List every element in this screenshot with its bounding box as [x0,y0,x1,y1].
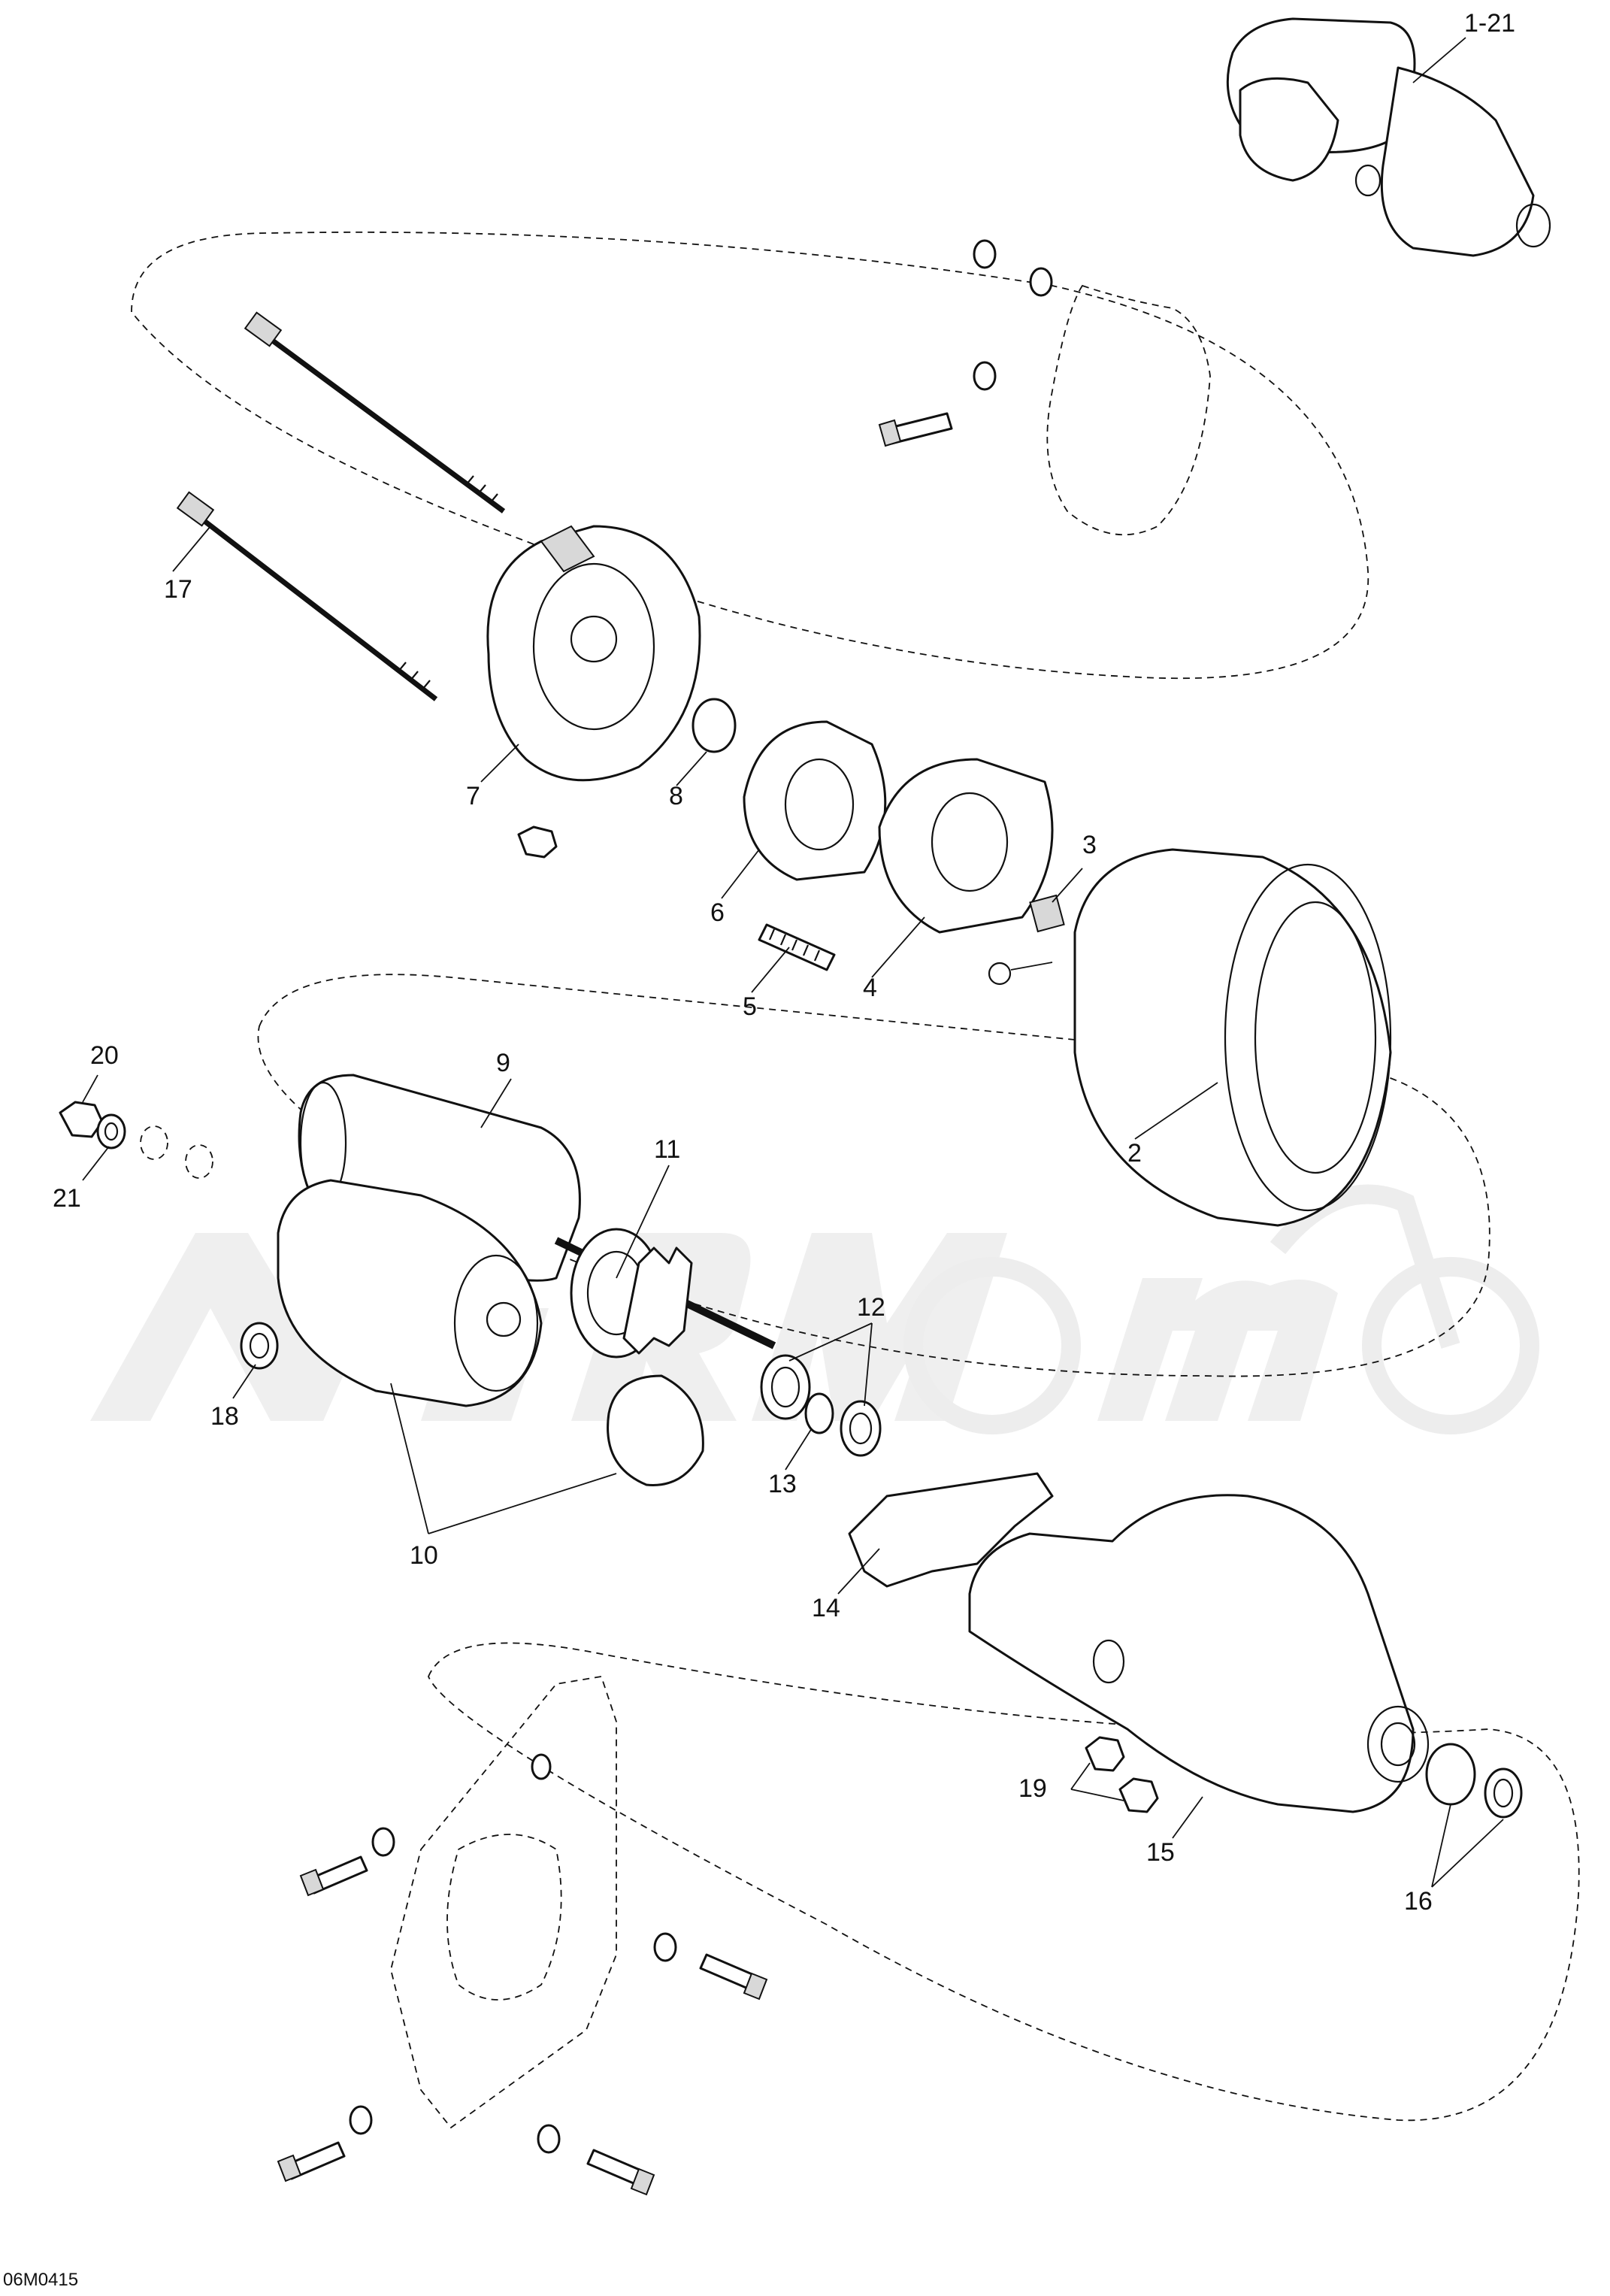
callout-20: 20 [90,1041,119,1070]
solenoid [277,1179,704,1486]
brush-plate [743,720,887,881]
plate-lower [390,1675,617,2129]
yoke-housing [1073,848,1392,1227]
callout-14: 14 [812,1594,840,1622]
callout-17: 17 [164,575,192,604]
figure-code: 06M0415 [3,2270,78,2290]
callout-18: 18 [210,1402,239,1431]
terminal-nut [517,825,558,859]
plate-lower-inner [446,1834,562,2001]
callout-9: 9 [496,1049,510,1077]
callout-11: 11 [654,1135,680,1164]
washer-12a [760,1354,811,1420]
callout-3: 3 [1082,831,1097,859]
brush [1029,894,1065,933]
callout-16: 16 [1404,1887,1433,1916]
bushing [692,698,737,753]
washer-13 [804,1392,834,1434]
callout-10: 10 [410,1541,438,1570]
callout-4: 4 [863,974,877,1002]
shift-lever [848,1472,1054,1588]
callout-19: 19 [1018,1774,1047,1803]
outline-lower [428,1642,1580,2122]
bushing-16a [1425,1743,1476,1806]
callout-5: 5 [743,992,757,1021]
leader-lines [82,37,1504,1888]
drive-housing [968,1494,1430,1813]
through-bolt-lower [176,491,438,701]
callout-1-21: 1-21 [1464,9,1515,38]
nut-19a [1085,1736,1125,1772]
callout-12: 12 [857,1293,885,1322]
starter-assembly [1226,17,1551,257]
outline-upper [131,231,1369,680]
bolt-washers [349,239,1053,2154]
callout-21: 21 [53,1184,81,1213]
brush-spring [758,923,836,971]
callout-6: 6 [710,898,725,927]
through-bolt-upper [244,311,506,513]
gasket-upper [1046,284,1211,536]
parts [59,17,1551,2196]
nut-18 [240,1322,279,1370]
callout-labels: 1-21 2 3 4 5 6 7 8 9 10 11 12 13 14 15 1… [53,9,1515,1916]
callout-15: 15 [1146,1838,1175,1867]
callout-8: 8 [669,782,683,810]
reference-outlines [131,231,1580,2129]
nut-19b [1118,1777,1159,1813]
pinion-gear [570,1228,693,1359]
mounting-bolts [277,412,953,2196]
nut-20 [59,1101,104,1138]
callout-7: 7 [466,782,480,810]
end-cover [486,525,701,782]
callout-13: 13 [768,1470,797,1498]
brush-holder [878,758,1054,934]
seal-16b [1484,1767,1523,1819]
washer-21 [96,1113,126,1150]
callout-2: 2 [1127,1139,1142,1168]
washer-12b [840,1400,882,1457]
